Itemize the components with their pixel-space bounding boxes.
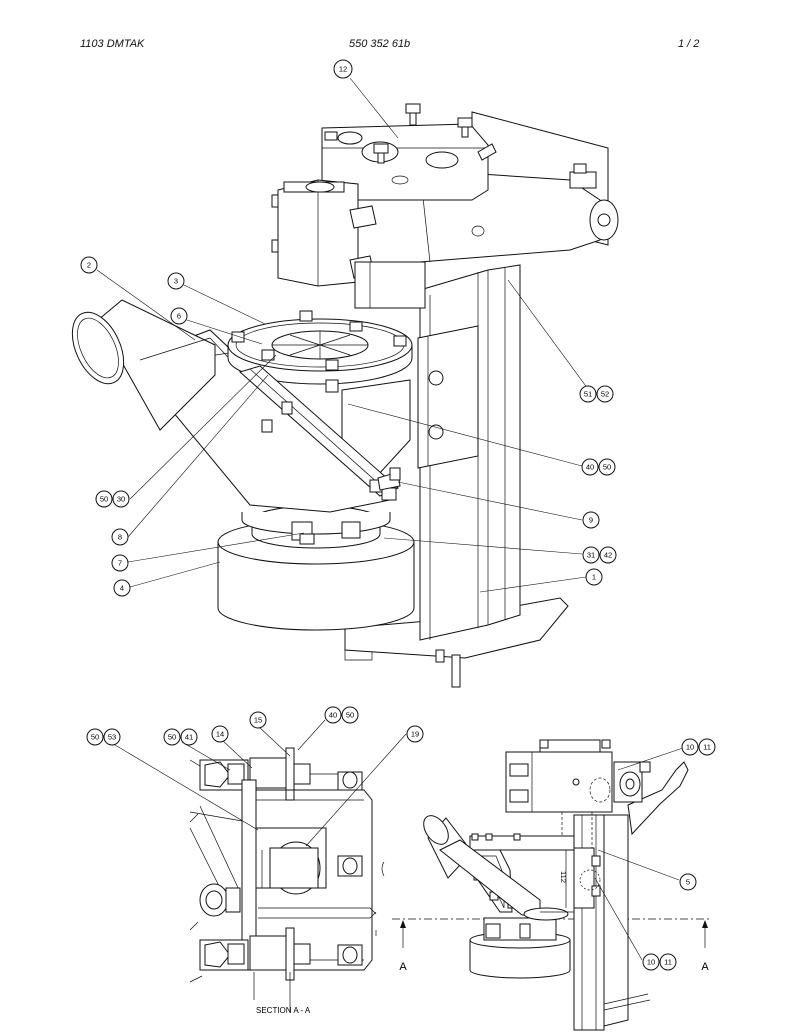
section-a-mark-right: A <box>701 961 709 973</box>
section-label: SECTION A - A <box>256 1006 311 1015</box>
balloon-label: 7 <box>118 559 122 568</box>
balloon-label: 41 <box>185 733 193 742</box>
balloon-label: 51 <box>584 390 592 399</box>
header-center: 550 352 61b <box>349 38 411 50</box>
balloon-label: 53 <box>108 733 116 742</box>
balloon-31 <box>582 546 600 564</box>
balloon-label: 3 <box>174 277 178 286</box>
balloon-50 <box>86 728 104 746</box>
balloon-5 <box>679 873 697 891</box>
balloon-9 <box>582 511 600 529</box>
balloon-label: 9 <box>589 516 593 525</box>
balloon-label: 10 <box>647 958 655 967</box>
balloon-52 <box>596 385 614 403</box>
balloon-15 <box>249 711 267 729</box>
balloon-label: 30 <box>117 495 125 504</box>
balloon-label: 5 <box>686 878 690 887</box>
balloon-41 <box>180 728 198 746</box>
balloon-label: 15 <box>254 716 262 725</box>
balloon-30 <box>112 490 130 508</box>
section-leaders <box>109 719 407 847</box>
balloon-label: 11 <box>664 958 672 967</box>
balloon-label: 2 <box>87 261 91 270</box>
balloon-40 <box>324 706 342 724</box>
section-view <box>189 747 385 1012</box>
balloon-label: 1 <box>592 573 596 582</box>
balloon-2 <box>80 256 98 274</box>
balloon-4 <box>113 579 131 597</box>
balloon-50 <box>598 458 616 476</box>
balloon-1 <box>585 568 603 586</box>
balloons: 12 2 3 6 51 52 40 50 50 30 9 8 7 31 42 1… <box>80 59 716 971</box>
balloon-8 <box>111 528 129 546</box>
balloon-11 <box>698 738 716 756</box>
balloon-3 <box>167 272 185 290</box>
balloon-label: 50 <box>603 463 611 472</box>
balloon-label: 8 <box>118 533 122 542</box>
balloon-label: 50 <box>168 733 176 742</box>
balloon-label: 19 <box>411 730 419 739</box>
balloon-label: 4 <box>120 584 124 593</box>
balloon-label: 50 <box>91 733 99 742</box>
balloon-label: 14 <box>216 730 224 739</box>
balloon-50 <box>163 728 181 746</box>
main-leaders <box>96 77 589 593</box>
balloon-14 <box>211 725 229 743</box>
balloon-53 <box>103 728 121 746</box>
balloon-label: 40 <box>329 711 337 720</box>
balloon-40 <box>581 458 599 476</box>
side-leaders <box>594 747 684 961</box>
balloon-label: 12 <box>339 65 347 74</box>
balloon-label: 31 <box>587 551 595 560</box>
balloon-19 <box>406 725 424 743</box>
balloon-12 <box>333 59 353 79</box>
balloon-10 <box>642 953 660 971</box>
section-a-mark-left: A <box>399 961 407 973</box>
balloon-42 <box>599 546 617 564</box>
balloon-10 <box>681 738 699 756</box>
side-dimension: 112 <box>559 871 568 883</box>
balloon-label: 52 <box>601 390 609 399</box>
header-page: 1 / 2 <box>678 38 700 50</box>
balloon-11 <box>659 953 677 971</box>
balloon-label: 10 <box>686 743 694 752</box>
balloon-label: 50 <box>346 711 354 720</box>
balloon-50 <box>95 490 113 508</box>
balloon-label: 50 <box>100 495 108 504</box>
balloon-label: 40 <box>586 463 594 472</box>
header-left: 1103 DMTAK <box>80 38 145 50</box>
balloon-6 <box>170 307 188 325</box>
balloon-label: 6 <box>177 312 181 321</box>
balloon-label: 42 <box>604 551 612 560</box>
balloon-label: 11 <box>703 743 711 752</box>
main-view <box>71 103 619 688</box>
balloon-7 <box>111 554 129 572</box>
balloon-50 <box>341 706 359 724</box>
balloon-51 <box>579 385 597 403</box>
side-view: 112 <box>423 739 689 1031</box>
